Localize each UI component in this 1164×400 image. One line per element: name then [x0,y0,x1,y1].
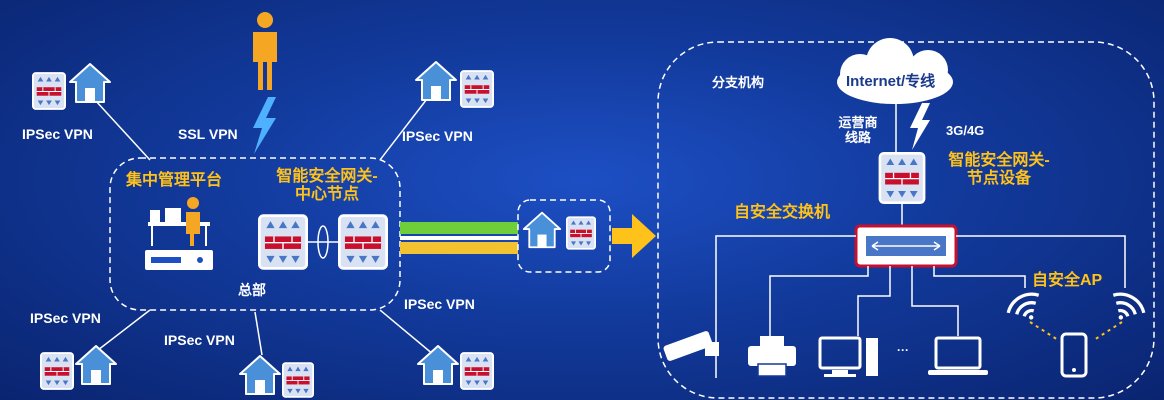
vpn-link-top-right [379,94,431,161]
hub-gateway-icon [338,214,388,270]
house-icon [522,211,562,249]
ap-label: 自安全AP [1032,272,1103,289]
site-bottom-left [40,345,117,390]
branch-gateway-icon [878,152,926,204]
vpn-link-top-left [94,99,151,161]
vpn-links [84,94,441,361]
vpn-link-bottom-right [379,309,441,361]
more-devices-ellipsis: ··· [897,343,909,357]
hub-gateway-label-line2: 中心节点 [294,186,359,204]
link-line-green [400,222,518,234]
lightning-icon [253,97,276,154]
arrow-right-icon [612,214,656,258]
branch-gateway-label-line1: 智能安全网关- [948,152,1050,169]
firewall-icon [460,70,494,108]
operator-label-line2: 线路 [844,129,871,145]
desktop-icon [818,336,878,377]
lightning-icon [910,103,930,150]
vpn-label-bottom-right: IPSec VPN [404,296,475,312]
site-bottom-right [417,345,494,390]
laptop-icon [928,336,988,375]
gateway-link-icon [308,225,338,259]
lan-links [715,235,1126,378]
house-icon [417,345,459,385]
switch-icon [854,224,958,268]
operator-label: 运营商 线路 [834,115,882,146]
cloud-icon [837,38,953,104]
management-workstation-icon [148,197,210,246]
wireless-links [1029,321,1123,341]
site-top-right [415,61,494,108]
firewall-icon [32,72,66,110]
house-icon [239,355,281,395]
hub-gateway-icon [258,214,308,270]
house-icon [75,345,117,385]
branch-gateway-label-line2: 节点设备 [966,170,1031,188]
wifi-ap-icon [1002,286,1050,330]
house-icon [415,61,457,101]
wifi-ap-icon [1102,286,1150,330]
firewall-icon [282,362,314,398]
user-icon [253,12,277,90]
hub-gateway-label: 智能安全网关- 中心节点 [268,168,386,205]
vpn-link-bottom-center [254,311,263,356]
firewall-icon [40,352,74,390]
cloud-label: Internet/专线 [846,73,936,90]
vpn-label-bottom-center: IPSec VPN [164,332,235,348]
firewall-icon [460,352,494,390]
camera-icon [663,331,719,361]
firewall-icon [566,216,596,250]
vpn-label-top-left: IPSec VPN [22,126,93,142]
switch-label: 自安全交换机 [734,204,831,221]
phone-icon [1060,332,1088,378]
mobile-network-label: 3G/4G [946,123,985,138]
printer-icon [748,336,796,377]
headquarters-label: 总部 [238,282,266,298]
house-icon [69,63,111,103]
branch-mini-region [517,199,611,273]
branch-gateway-label: 智能安全网关- 节点设备 [938,152,1060,189]
management-server-icon [145,250,213,270]
link-line-white [400,236,518,240]
vpn-label-bottom-left: IPSec VPN [30,310,101,326]
hub-gateway-label-line1: 智能安全网关- [276,168,378,185]
link-line-yellow [400,242,518,254]
site-top-left [32,63,111,110]
central-management-label: 集中管理平台 [126,172,223,189]
site-bottom-center [239,355,314,398]
ssl-vpn-label: SSL VPN [178,126,238,142]
branch-label: 分支机构 [712,75,765,90]
operator-label-line1: 运营商 [838,115,878,130]
vpn-label-top-right: IPSec VPN [402,128,473,144]
